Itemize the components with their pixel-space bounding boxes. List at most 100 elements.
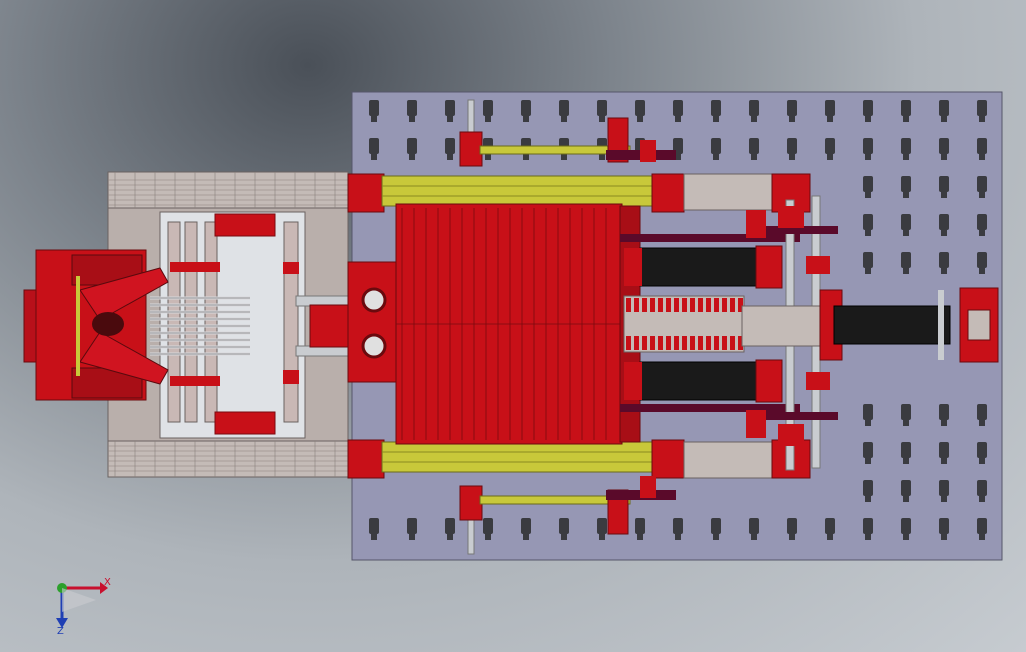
slot xyxy=(901,176,911,198)
rack-tooth xyxy=(626,336,631,350)
slot xyxy=(939,518,949,540)
rack-tooth xyxy=(722,336,727,350)
rack-tooth xyxy=(698,336,703,350)
slot xyxy=(939,442,949,464)
slot xyxy=(901,518,911,540)
rack-tooth xyxy=(666,298,671,312)
rack-tooth xyxy=(650,298,655,312)
rack-tooth xyxy=(730,298,735,312)
rack-tooth xyxy=(714,336,719,350)
slot xyxy=(977,480,987,502)
slot xyxy=(711,100,721,122)
slot xyxy=(749,100,759,122)
slot xyxy=(521,100,531,122)
slot xyxy=(749,138,759,160)
rack-tooth xyxy=(714,298,719,312)
slot xyxy=(407,518,417,540)
rack-tooth xyxy=(690,336,695,350)
rack-tooth xyxy=(658,336,663,350)
slot xyxy=(939,100,949,122)
slot xyxy=(863,214,873,236)
slot xyxy=(939,138,949,160)
slot xyxy=(369,518,379,540)
orientation-triad: X Z xyxy=(56,577,111,637)
slot xyxy=(825,138,835,160)
x-axis-arrowhead xyxy=(100,582,108,594)
slot xyxy=(369,138,379,160)
slot xyxy=(977,252,987,274)
pusher-block[interactable] xyxy=(295,261,397,383)
slot xyxy=(825,518,835,540)
rack-tooth xyxy=(730,336,735,350)
gripper-fingers xyxy=(150,296,250,356)
rack-tooth xyxy=(698,298,703,312)
slot xyxy=(977,404,987,426)
rack-tooth xyxy=(674,336,679,350)
slot xyxy=(901,214,911,236)
slot xyxy=(939,176,949,198)
rack-tooth xyxy=(658,298,663,312)
slot xyxy=(787,100,797,122)
frame-bottom-rail xyxy=(107,440,349,478)
slot xyxy=(939,252,949,274)
lower-guide-rod xyxy=(459,476,676,555)
slot xyxy=(521,518,531,540)
frame-posts xyxy=(167,213,299,435)
slot xyxy=(977,442,987,464)
slot xyxy=(787,518,797,540)
slot xyxy=(445,138,455,160)
slot xyxy=(483,100,493,122)
slot xyxy=(787,138,797,160)
slot xyxy=(711,138,721,160)
rack-tooth xyxy=(738,336,743,350)
slot xyxy=(863,518,873,540)
slot xyxy=(559,100,569,122)
slot xyxy=(863,176,873,198)
slot xyxy=(673,518,683,540)
slot xyxy=(369,100,379,122)
slot xyxy=(901,138,911,160)
right-actuator-assembly[interactable] xyxy=(620,195,999,471)
slot xyxy=(445,518,455,540)
slot xyxy=(863,100,873,122)
slot xyxy=(977,138,987,160)
x-axis-label: X xyxy=(104,577,111,588)
rack-tooth xyxy=(682,298,687,312)
slot xyxy=(863,480,873,502)
slot xyxy=(635,100,645,122)
slot xyxy=(977,100,987,122)
triad-shadow xyxy=(62,588,96,612)
bottom-slide-rail[interactable] xyxy=(347,439,811,479)
gear-rack xyxy=(623,295,745,353)
rack-tooth xyxy=(690,298,695,312)
slot xyxy=(939,404,949,426)
upper-guide-rod xyxy=(459,99,676,167)
slot xyxy=(977,518,987,540)
slot xyxy=(597,518,607,540)
slot xyxy=(939,480,949,502)
top-slide-rail[interactable] xyxy=(347,173,811,213)
rack-tooth xyxy=(634,336,639,350)
rack-tooth xyxy=(642,298,647,312)
rack-tooth xyxy=(666,336,671,350)
rack-tooth xyxy=(738,298,743,312)
central-lamination-stack[interactable] xyxy=(395,203,641,445)
frame-brick-lines xyxy=(108,172,348,477)
rack-tooth xyxy=(650,336,655,350)
slot xyxy=(483,518,493,540)
rack-tooth xyxy=(706,298,711,312)
rack-tooth xyxy=(634,298,639,312)
slot xyxy=(863,404,873,426)
slot xyxy=(901,252,911,274)
rack-tooth xyxy=(642,336,647,350)
stack-lines xyxy=(396,208,622,440)
gripper-head[interactable] xyxy=(23,249,169,401)
slot xyxy=(977,214,987,236)
z-axis-arrowhead xyxy=(56,618,68,628)
slot xyxy=(597,100,607,122)
left-frame-assembly[interactable] xyxy=(23,171,397,478)
z-axis-label: Z xyxy=(57,626,64,637)
slot xyxy=(863,252,873,274)
rack-tooth xyxy=(674,298,679,312)
